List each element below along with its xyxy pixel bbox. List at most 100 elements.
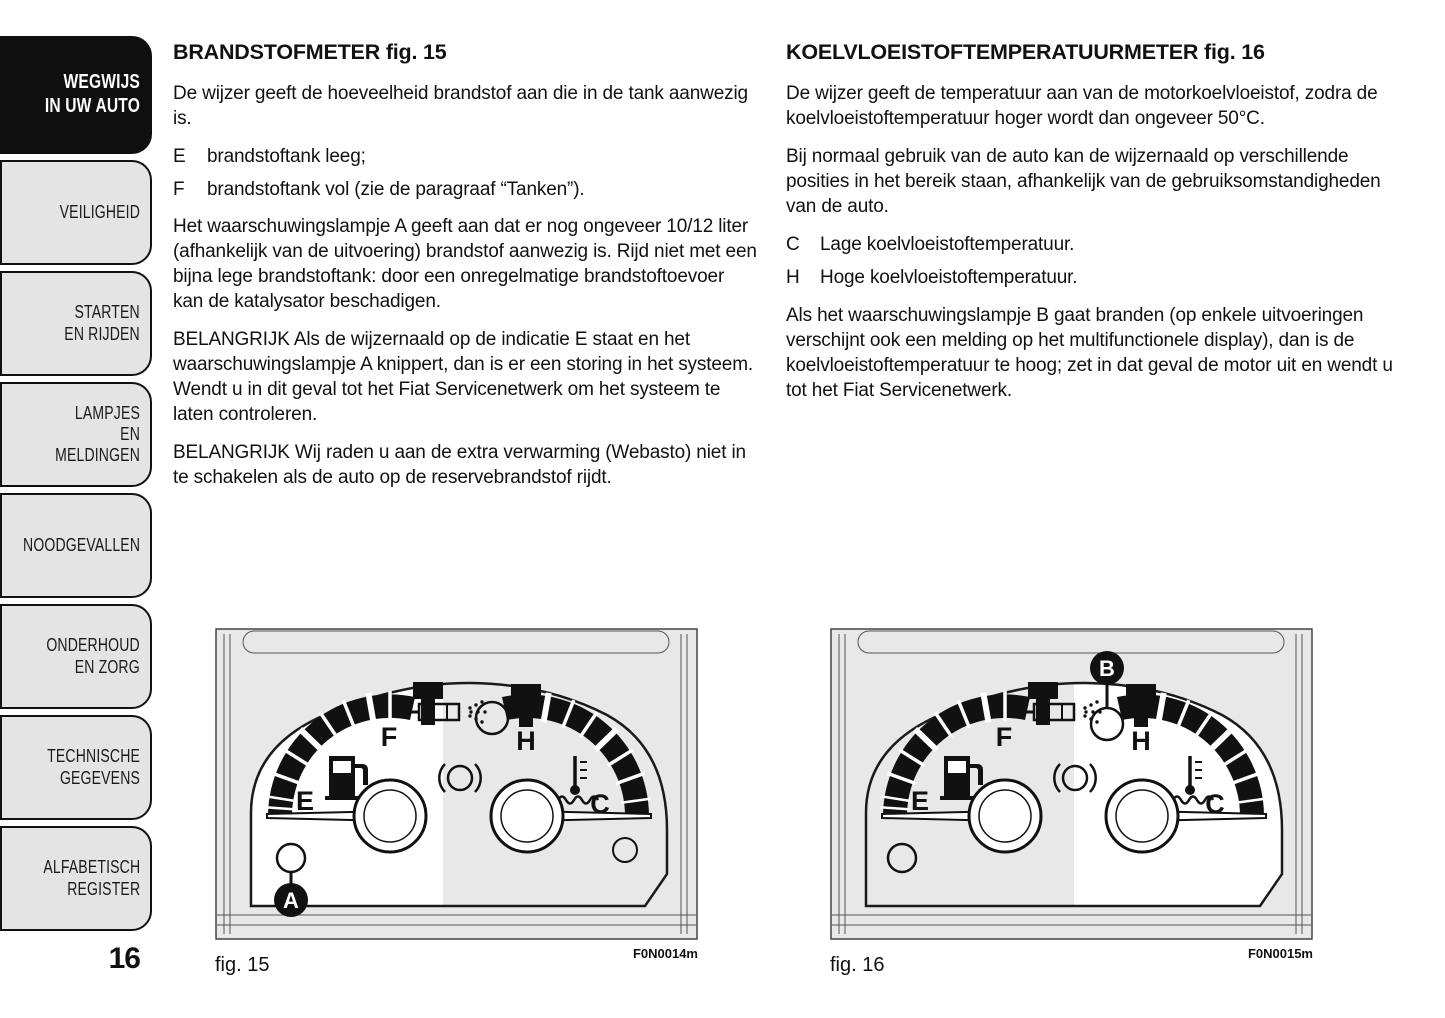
paragraph: Als het waarschuwingslampje B gaat brand… [786,305,1393,401]
temperature-needle-hub-ring [500,789,554,843]
list-item: C Lage koelvloeistoftemperatuur. [786,232,1404,257]
figure-footer: fig. 15 F0N0014m [215,946,698,977]
instrument-cluster-illustration-fuel: F E [215,628,698,940]
instrument-cluster-illustration-coolant: F E [830,628,1313,940]
list-text: Lage koelvloeistoftemperatuur. [820,234,1075,255]
tab-label: VEILIGHEID [59,201,140,222]
temperature-hot-marker [511,684,541,701]
gauge-label-h: H [1131,726,1151,756]
temperature-needle-hub [1104,778,1180,854]
tab-label: TECHNISCHE GEGEVENS [47,746,140,788]
callout-a: A [274,842,308,917]
gauge-label-e: E [911,786,929,816]
fuel-gauge-ticks [880,691,1007,811]
fuel-needle-hub-ring [363,789,417,843]
sidebar-item-veiligheid[interactable]: VEILIGHEID [0,160,152,265]
tab-label: NOODGEVALLEN [22,534,140,555]
temperature-gauge-scale-band [1117,694,1264,816]
tab-label: LAMPJES EN MELDINGEN [55,402,140,466]
paragraph: Het waarschuwingslampje A geeft aan dat … [173,216,757,312]
title-fig-ref: fig. 16 [1204,40,1265,64]
coolant-temperature-icon [1171,756,1215,805]
gauge-label-f: F [381,722,398,752]
fuel-pump-icon [325,756,368,800]
figure-code: F0N0014m [632,946,698,961]
fuel-full-marker [1028,682,1058,699]
figure-16: F E [830,628,1313,977]
sidebar-item-lampjes-en-meldingen[interactable]: LAMPJES EN MELDINGEN [0,382,152,487]
fuel-gauge-scale-band [268,694,415,816]
callout-b: B [1089,651,1125,742]
panel-bottom-lines [832,914,1311,926]
section-tab-bar: WEGWIJS IN UW AUTO VEILIGHEID STARTEN EN… [0,36,152,931]
temperature-gauge: H C [1104,684,1267,854]
figure-caption: fig. 15 [215,954,270,976]
dashboard-top-strip [242,630,670,654]
sidebar-item-noodgevallen[interactable]: NOODGEVALLEN [0,493,152,598]
title-fig-ref: fig. 15 [385,40,447,64]
list-key: F [173,179,185,200]
list-item: E brandstoftank leeg; [173,144,758,169]
dashboard-top-strip [857,630,1285,654]
list-item: H Hoge koelvloeistoftemperatuur. [786,265,1404,290]
temperature-hot-marker-stem [1134,701,1148,727]
coolant-temperature-icon [556,756,600,805]
paragraph: BELANGRIJK Wij raden u aan de extra verw… [173,442,746,488]
tab-label: WEGWIJS IN UW AUTO [44,71,140,117]
gauge-label-e: E [296,786,314,816]
page-number: 16 [108,942,141,975]
glow-plug-icon [407,700,487,724]
temperature-hot-marker-stem [519,701,533,727]
page-title: KOELVLOEISTOFTEMPERATUURMETER fig. 16 [786,40,1404,65]
sidebar-item-alfabetisch-register[interactable]: ALFABETISCH REGISTER [0,826,152,931]
warning-lamp [612,837,638,863]
list-text: brandstoftank leeg; [207,146,366,167]
fuel-pump-icon [940,756,983,800]
cluster-outline [864,681,1284,908]
sidebar-item-technische-gegevens[interactable]: TECHNISCHE GEGEVENS [0,715,152,820]
sidebar-item-wegwijs-in-uw-auto[interactable]: WEGWIJS IN UW AUTO [0,36,152,154]
cluster-outline [249,681,669,908]
figure-15: F E [215,628,698,977]
temperature-hot-marker [1126,684,1156,701]
paragraph: BELANGRIJK Als de wijzernaald op de indi… [173,329,754,425]
callout-a-badge [274,883,308,917]
gauge-label-h: H [516,726,536,756]
fuel-gauge-ticks [265,691,392,811]
fuel-full-marker [413,682,443,699]
list-key: C [786,234,800,255]
gauge-label-f: F [996,722,1013,752]
warning-lamp [474,700,510,736]
figure-caption: fig. 16 [830,954,885,976]
fuel-needle-hub [352,778,428,854]
glow-plug-icon [1022,700,1102,724]
temperature-gauge-scale-band [502,694,649,816]
fuel-gauge: F E [265,682,443,854]
brake-warning-icon [1053,763,1097,793]
title-text: BRANDSTOFMETER [173,40,381,64]
panel-edge-lines [223,634,688,934]
tab-label: ALFABETISCH REGISTER [43,857,140,899]
list-item: F brandstoftank vol (zie de paragraaf “T… [173,177,758,202]
list-key: H [786,267,800,288]
paragraph: Bij normaal gebruik van de auto kan de w… [786,146,1381,217]
warning-lamp [886,842,918,874]
sidebar-item-starten-en-rijden[interactable]: STARTEN EN RIJDEN [0,271,152,376]
panel-edge-lines [838,634,1303,934]
figure-footer: fig. 16 F0N0015m [830,946,1313,977]
tab-label: STARTEN EN RIJDEN [64,302,140,344]
figure-code: F0N0015m [1247,946,1313,961]
callout-b-badge [1090,651,1124,685]
paragraph: De wijzer geeft de temperatuur aan van d… [786,83,1378,129]
callout-a-label: A [283,888,299,913]
fuel-gauge-scale-band [883,694,1030,816]
list-text: brandstoftank vol (zie de paragraaf “Tan… [207,179,585,200]
fuel-needle-hub [967,778,1043,854]
callout-b-label: B [1099,656,1115,681]
list-key: E [173,146,186,167]
sidebar-item-onderhoud-en-zorg[interactable]: ONDERHOUD EN ZORG [0,604,152,709]
section-brandstofmeter: BRANDSTOFMETER fig. 15 De wijzer geeft d… [173,40,758,503]
page-title: BRANDSTOFMETER fig. 15 [173,40,758,65]
fuel-gauge: F E [880,682,1058,854]
section-koelvloeistoftemperatuurmeter: KOELVLOEISTOFTEMPERATUURMETER fig. 16 De… [786,40,1404,416]
